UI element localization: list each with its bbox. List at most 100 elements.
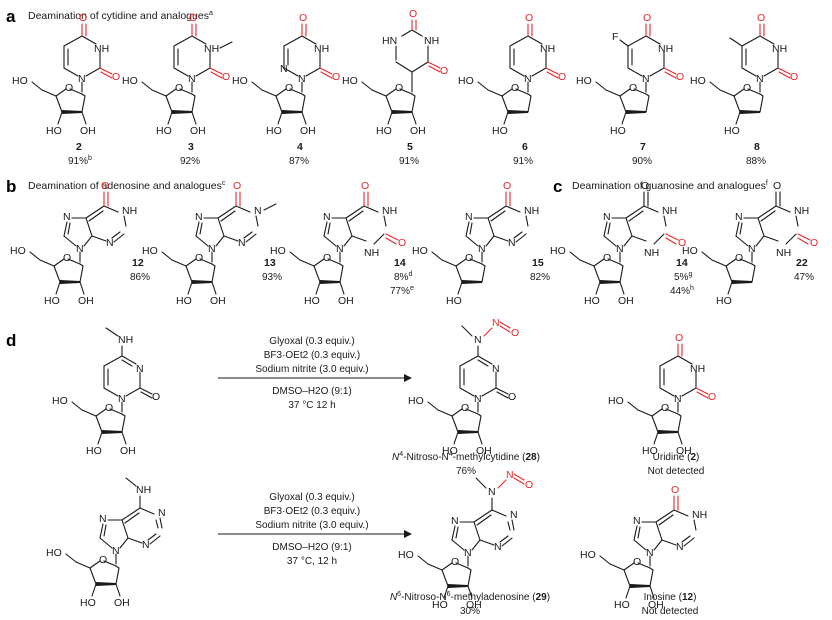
yield-15: 82% bbox=[530, 272, 550, 283]
arrowhead-1 bbox=[404, 374, 412, 382]
svg-text:NH: NH bbox=[424, 35, 439, 47]
svg-text:O: O bbox=[233, 180, 241, 192]
svg-text:HN: HN bbox=[382, 35, 397, 47]
svg-text:O: O bbox=[503, 180, 511, 192]
product-28-yield: 76% bbox=[456, 466, 476, 477]
label-5: 5 bbox=[407, 141, 413, 153]
svg-text:N: N bbox=[254, 205, 262, 217]
svg-text:N: N bbox=[492, 317, 500, 329]
side-inosine-status: Not detected bbox=[642, 606, 699, 617]
label-8: 8 bbox=[754, 141, 760, 153]
yield-8: 88% bbox=[746, 156, 766, 167]
structure-7: F bbox=[575, 11, 685, 138]
cond-1-2: Sodium nitrite (3.0 equiv.) bbox=[255, 364, 368, 375]
svg-text:O: O bbox=[440, 65, 448, 77]
label-15: 15 bbox=[532, 257, 544, 269]
product-29-name: N6-Nitroso-N6-methyladenosine (29) bbox=[390, 591, 550, 603]
yield-4: 87% bbox=[289, 156, 309, 167]
svg-text:N: N bbox=[280, 63, 288, 75]
panel-c-title: Deamination of guanosine and analoguesf bbox=[572, 180, 768, 192]
side-uridine-status: Not detected bbox=[648, 466, 705, 477]
product-28-name: N4-Nitroso-N4-methylcytidine (28) bbox=[392, 451, 540, 463]
panel-d-letter: d bbox=[6, 331, 16, 350]
panel-a-title: Deamination of cytidine and analoguesa bbox=[28, 10, 213, 22]
cond-2-4: 37 °C, 12 h bbox=[287, 556, 337, 567]
svg-text:NH: NH bbox=[794, 205, 809, 217]
svg-text:NH: NH bbox=[692, 509, 707, 521]
yield-12: 86% bbox=[130, 272, 150, 283]
svg-text:O: O bbox=[671, 484, 679, 496]
label-4: 4 bbox=[297, 141, 303, 153]
structure-8 bbox=[689, 11, 799, 138]
svg-text:NH: NH bbox=[364, 247, 379, 259]
label-14-b: 14 bbox=[394, 257, 406, 269]
structure-2 bbox=[11, 11, 121, 138]
svg-text:NH: NH bbox=[136, 484, 151, 496]
svg-text:N: N bbox=[508, 237, 516, 249]
svg-text:N: N bbox=[488, 486, 496, 498]
cond-1-0: Glyoxal (0.3 equiv.) bbox=[269, 336, 354, 347]
svg-text:N: N bbox=[118, 393, 126, 405]
svg-text:N: N bbox=[142, 539, 150, 551]
yield-6: 91% bbox=[513, 156, 533, 167]
sideproduct-inosine: N NH O bbox=[579, 484, 707, 612]
label-2: 2 bbox=[76, 141, 82, 153]
panel-a-letter: a bbox=[6, 7, 16, 26]
svg-text:N: N bbox=[506, 469, 514, 481]
cond-2-3: DMSO–H2O (9:1) bbox=[272, 542, 351, 553]
cond-1-4: 37 °C 12 h bbox=[288, 400, 335, 411]
svg-text:N: N bbox=[510, 509, 518, 521]
yield-13: 93% bbox=[262, 272, 282, 283]
yield-3: 92% bbox=[180, 156, 200, 167]
arrowhead-2 bbox=[404, 530, 412, 538]
structure-22: NH NH O O bbox=[681, 180, 818, 308]
svg-text:N: N bbox=[676, 541, 684, 553]
yield-14-c-2: 44%h bbox=[670, 285, 694, 297]
svg-text:O: O bbox=[508, 391, 516, 403]
svg-text:F: F bbox=[612, 31, 618, 43]
cond-1-1: BF3·OEt2 (0.3 equiv.) bbox=[264, 350, 361, 361]
structure-14b: NH NH O O bbox=[269, 180, 406, 308]
product-28: N N O N N O bbox=[407, 317, 519, 458]
svg-text:O: O bbox=[641, 180, 649, 192]
structure-14c: NH NH O O bbox=[549, 180, 686, 308]
cond-2-0: Glyoxal (0.3 equiv.) bbox=[269, 492, 354, 503]
cond-2-2: Sodium nitrite (3.0 equiv.) bbox=[255, 520, 368, 531]
svg-text:O: O bbox=[152, 391, 160, 403]
svg-text:NH: NH bbox=[122, 205, 137, 217]
yield-14-b-2: 77%e bbox=[390, 285, 414, 297]
svg-text:N: N bbox=[494, 541, 502, 553]
svg-text:O: O bbox=[101, 180, 109, 192]
cond-2-1: BF3·OEt2 (0.3 equiv.) bbox=[264, 506, 361, 517]
sideproduct-uridine bbox=[607, 331, 717, 458]
structure-6 bbox=[457, 11, 567, 138]
panel-c-letter: c bbox=[553, 177, 562, 196]
panel-b-letter: b bbox=[6, 177, 16, 196]
svg-text:NH: NH bbox=[118, 334, 133, 346]
label-6: 6 bbox=[522, 141, 528, 153]
product-29-yield: 30% bbox=[460, 606, 480, 617]
yield-22: 47% bbox=[794, 272, 814, 283]
svg-text:O: O bbox=[361, 180, 369, 192]
svg-text:NH: NH bbox=[382, 205, 397, 217]
yield-5: 91% bbox=[399, 156, 419, 167]
svg-text:O: O bbox=[810, 237, 818, 249]
label-14-c: 14 bbox=[676, 257, 688, 269]
structure-12: N NH O bbox=[9, 180, 137, 308]
structure-4: N bbox=[231, 11, 341, 138]
label-7: 7 bbox=[640, 141, 646, 153]
yield-7: 90% bbox=[632, 156, 652, 167]
reactant-m4c: N N O NH bbox=[51, 327, 160, 458]
svg-text:N: N bbox=[474, 393, 482, 405]
svg-text:N: N bbox=[106, 237, 114, 249]
label-13: 13 bbox=[264, 257, 276, 269]
side-uridine-name: Uridine (2) bbox=[653, 452, 700, 463]
svg-text:NH: NH bbox=[776, 247, 791, 259]
svg-text:NH: NH bbox=[644, 247, 659, 259]
label-22: 22 bbox=[796, 257, 808, 269]
reactant-m6a: N N NH bbox=[45, 477, 166, 610]
svg-text:N: N bbox=[492, 363, 500, 375]
svg-text:O: O bbox=[409, 8, 417, 20]
side-inosine-name: Inosine (12) bbox=[644, 592, 697, 603]
